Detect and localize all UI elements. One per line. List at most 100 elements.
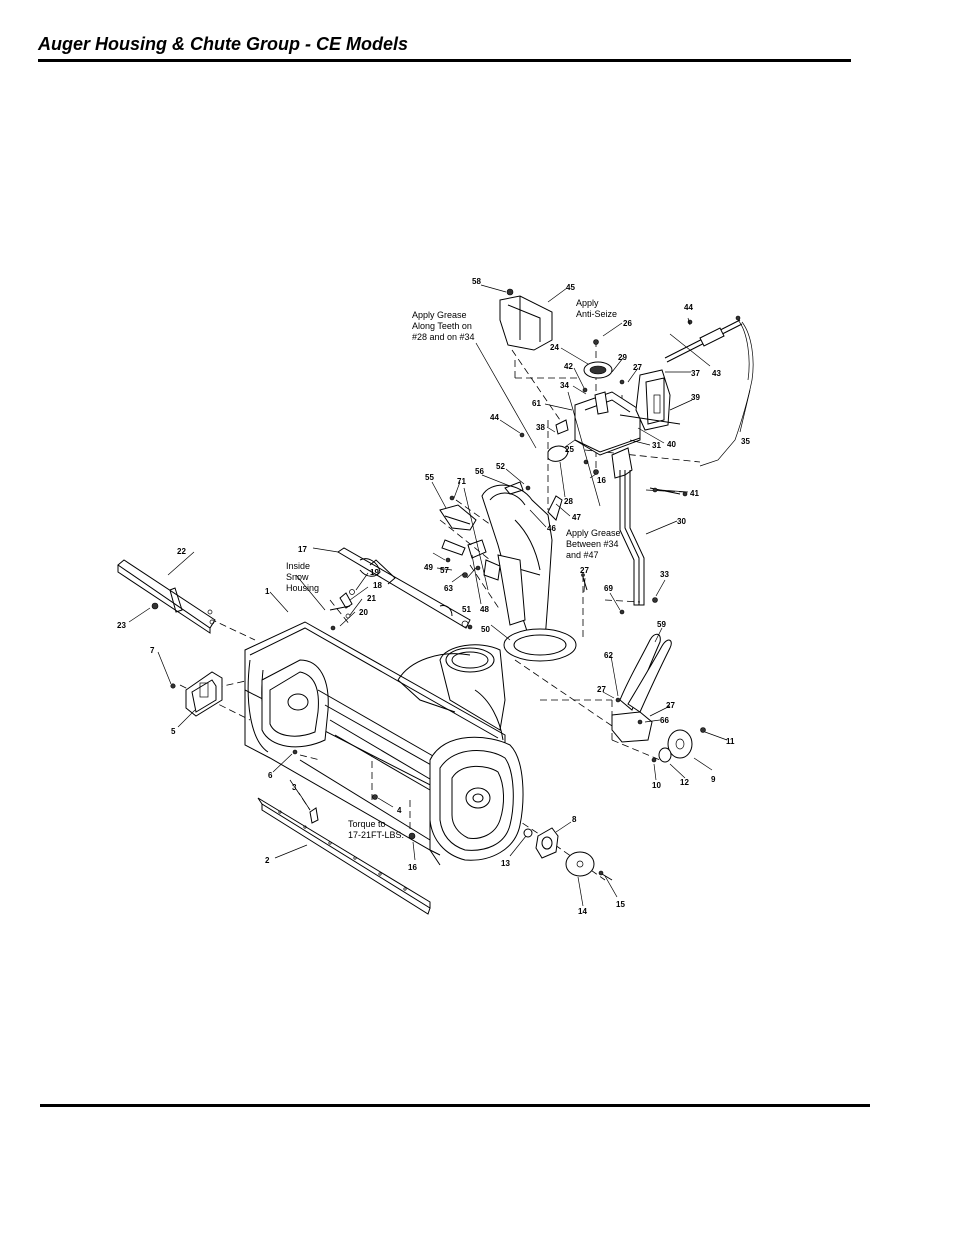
callout-23: 23	[117, 621, 126, 630]
callout-17: 17	[298, 545, 307, 554]
callout-29: 29	[618, 353, 627, 362]
chute-deflector	[499, 288, 553, 351]
callout-57: 57	[440, 566, 449, 575]
note-grease-teeth-1: Apply Grease	[412, 310, 467, 320]
callout-51: 51	[462, 605, 471, 614]
callout-5: 5	[171, 727, 176, 736]
callout-35: 35	[741, 437, 750, 446]
callout-49: 49	[424, 563, 433, 572]
callout-52: 52	[496, 462, 505, 471]
callout-11: 11	[726, 737, 735, 746]
callout-27: 27	[633, 363, 642, 372]
callout-50: 50	[481, 625, 490, 634]
drive-shaft	[117, 559, 216, 634]
callout-39: 39	[691, 393, 700, 402]
callout-30: 30	[677, 517, 686, 526]
callout-19: 19	[370, 568, 379, 577]
note-inside-housing-2: Snow	[286, 572, 309, 582]
callout-43: 43	[712, 369, 721, 378]
callout-59: 59	[657, 620, 666, 629]
callout-16b: 16	[408, 863, 417, 872]
callout-47: 47	[572, 513, 581, 522]
auger-housing	[244, 621, 524, 866]
callout-42: 42	[564, 362, 573, 371]
callout-4: 4	[397, 806, 402, 815]
callout-18: 18	[373, 581, 382, 590]
callout-31: 31	[652, 441, 661, 450]
callout-40: 40	[667, 440, 676, 449]
chute-lock-parts	[581, 573, 588, 591]
callout-26: 26	[623, 319, 632, 328]
chute-control-rod	[664, 315, 754, 467]
note-anti-seize-1: Apply	[576, 298, 599, 308]
callout-7: 7	[150, 646, 155, 655]
callout-numbers: 58 45 44 26 24 42 29 27 37 43 34 39 61 4…	[117, 277, 750, 916]
bearing-housing-left	[170, 671, 298, 755]
callout-27b: 27	[580, 566, 589, 575]
chute	[481, 484, 563, 641]
callout-34: 34	[560, 381, 569, 390]
note-grease-between-2: Between #34	[566, 539, 619, 549]
callout-20: 20	[359, 608, 368, 617]
note-inside-housing-3: Housing	[286, 583, 319, 593]
chute-clamp-handle	[611, 633, 706, 763]
page-title: Auger Housing & Chute Group - CE Models	[38, 34, 408, 54]
callout-56: 56	[475, 467, 484, 476]
annotation-notes: Apply Grease Along Teeth on #28 and on #…	[286, 298, 621, 840]
callout-25: 25	[565, 445, 574, 454]
callout-44b: 44	[490, 413, 499, 422]
callout-14: 14	[578, 907, 587, 916]
callout-2: 2	[265, 856, 270, 865]
callout-15: 15	[616, 900, 625, 909]
note-anti-seize-2: Anti-Seize	[576, 309, 617, 319]
note-inside-housing-1: Inside	[286, 561, 310, 571]
callout-28: 28	[564, 497, 573, 506]
leader-lines	[128, 284, 751, 907]
callout-55: 55	[425, 473, 434, 482]
bearing-assembly-right	[523, 827, 613, 881]
callout-62: 62	[604, 651, 613, 660]
callout-12: 12	[680, 778, 689, 787]
callout-33: 33	[660, 570, 669, 579]
auger-shaft	[337, 547, 473, 630]
callout-44: 44	[684, 303, 693, 312]
callout-38: 38	[536, 423, 545, 432]
shave-plate	[257, 797, 431, 915]
callout-8: 8	[572, 815, 577, 824]
note-grease-teeth-2: Along Teeth on	[412, 321, 472, 331]
note-torque-2: 17-21FT-LBS.	[348, 830, 404, 840]
callout-37: 37	[691, 369, 700, 378]
callout-71: 71	[457, 477, 466, 486]
shear-hardware	[329, 589, 355, 631]
header-rule	[38, 59, 851, 62]
callout-61: 61	[532, 399, 541, 408]
callout-63: 63	[444, 584, 453, 593]
callout-58: 58	[472, 277, 481, 286]
callout-6: 6	[268, 771, 273, 780]
chute-rotator-assembly	[519, 339, 681, 491]
callout-1: 1	[265, 587, 270, 596]
note-torque-1: Torque to	[348, 819, 386, 829]
callout-10: 10	[652, 781, 661, 790]
callout-13: 13	[501, 859, 510, 868]
callout-45: 45	[566, 283, 575, 292]
callout-24: 24	[550, 343, 559, 352]
fasteners-front	[309, 794, 416, 840]
chute-flange	[503, 628, 577, 662]
callout-46: 46	[547, 524, 556, 533]
note-grease-teeth-3: #28 and on #34	[412, 332, 475, 342]
callout-27c: 27	[597, 685, 606, 694]
chute-crank	[611, 447, 688, 615]
callout-69: 69	[604, 584, 613, 593]
callout-41: 41	[690, 489, 699, 498]
callout-48: 48	[480, 605, 489, 614]
callout-21: 21	[367, 594, 376, 603]
callout-66: 66	[660, 716, 669, 725]
callout-9: 9	[711, 775, 716, 784]
callout-16a: 16	[597, 476, 606, 485]
callout-27d: 27	[666, 701, 675, 710]
note-grease-between-3: and #47	[566, 550, 599, 560]
callout-22: 22	[177, 547, 186, 556]
callout-3: 3	[292, 783, 297, 792]
